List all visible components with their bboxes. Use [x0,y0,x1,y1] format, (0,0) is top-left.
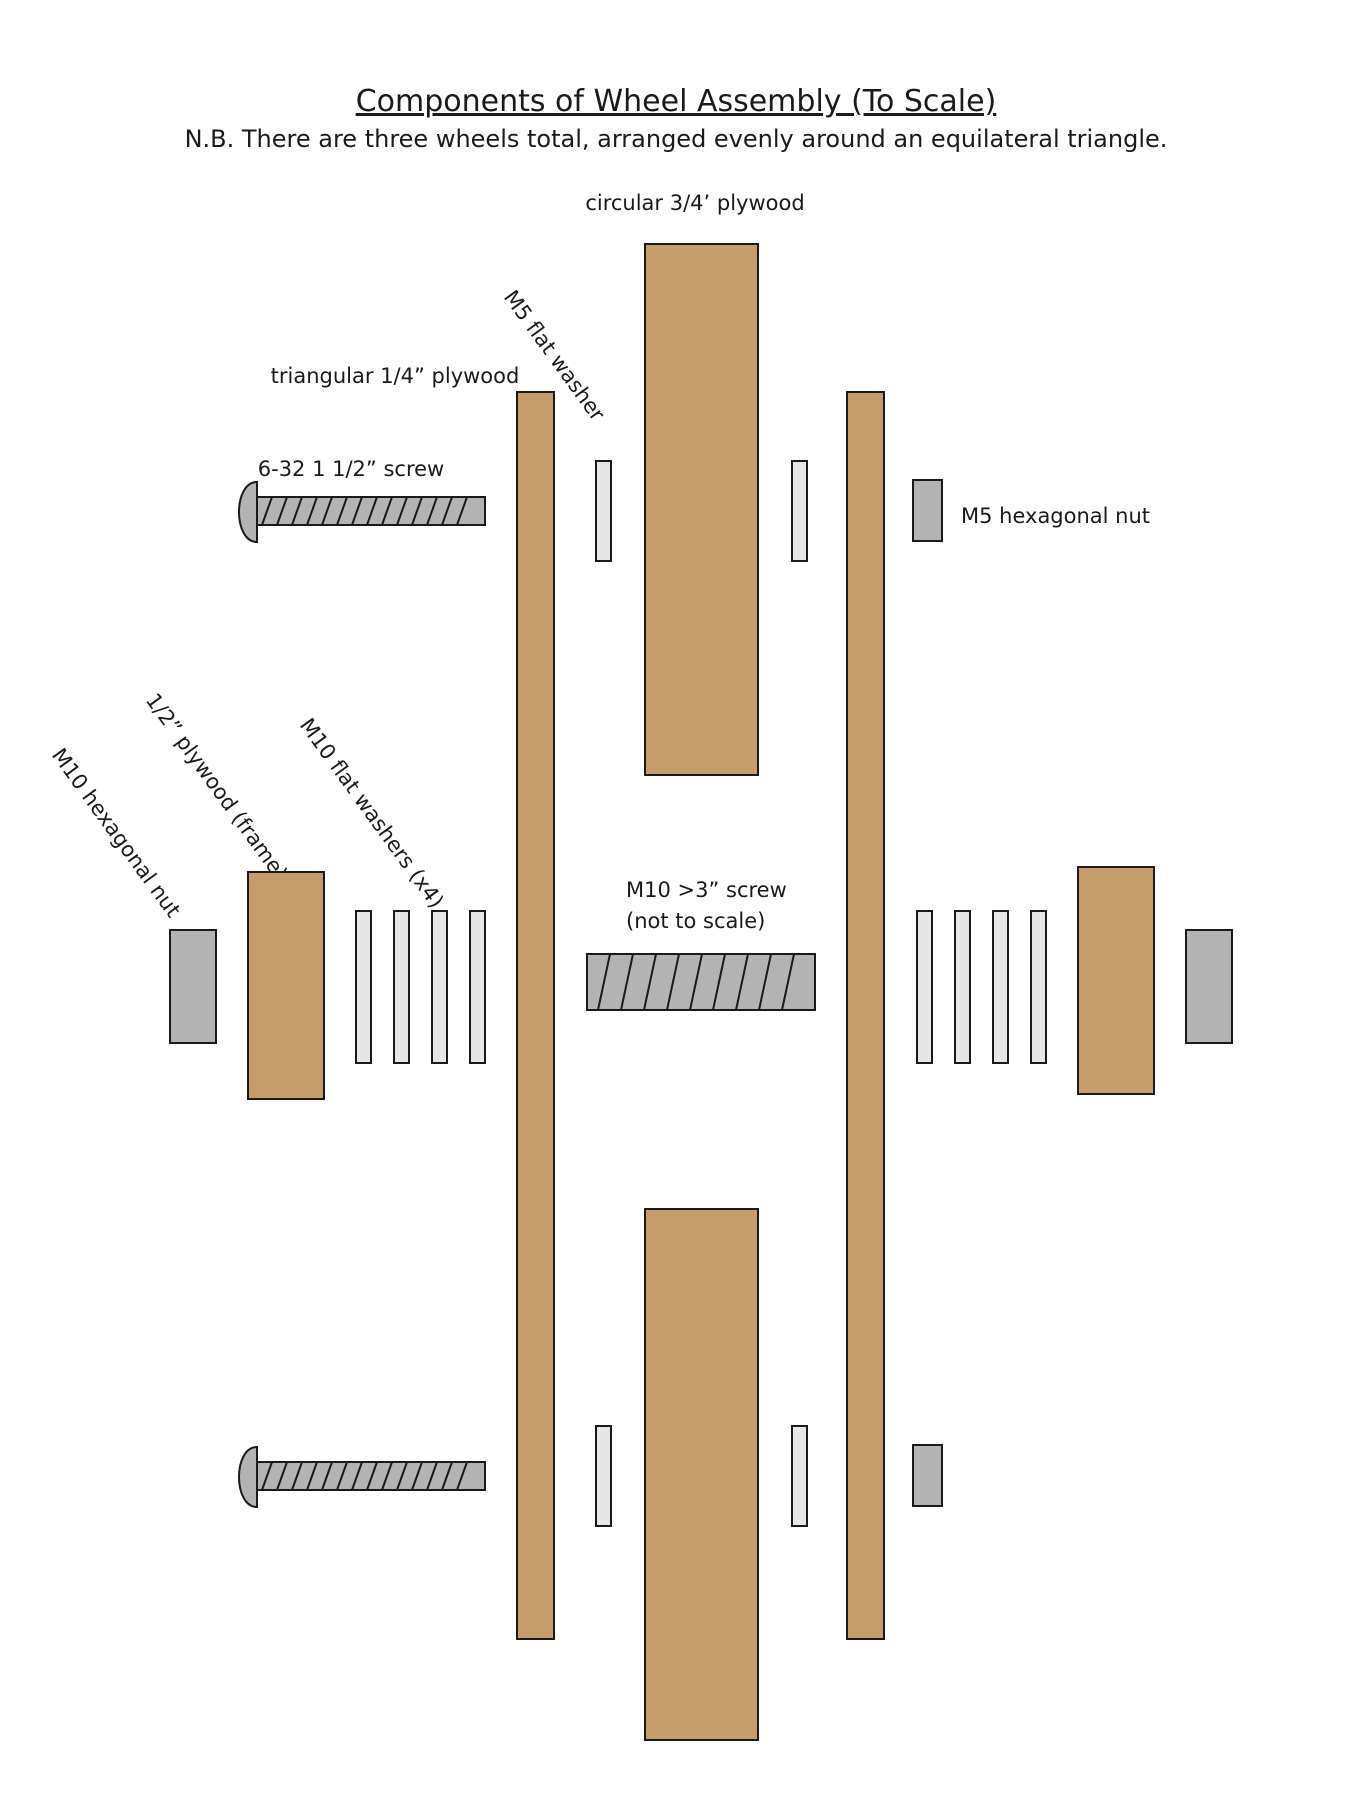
m10-flat-washer [992,910,1009,1064]
thread-line [381,1461,393,1491]
thread-line [321,496,333,526]
thread-line [291,1461,303,1491]
thread-line [426,496,438,526]
circular-plywood-bottom [644,1208,759,1741]
m10-flat-washer [393,910,410,1064]
m5-hexagonal-nut [912,1444,943,1507]
triangular-plywood-right [846,391,885,1640]
m10-flat-washer [355,910,372,1064]
thread-line [441,496,453,526]
thread-line [597,953,611,1011]
label-half-inch-plywood-frame: 1/2” plywood (frame) [141,689,292,885]
thread-line [321,1461,333,1491]
thread-line [689,953,703,1011]
screw-head [238,480,258,544]
m10-flat-washer [916,910,933,1064]
thread-line [781,953,795,1011]
half-inch-plywood-frame-left [247,871,325,1100]
screw-head [238,1445,258,1509]
label-m5-hex-nut: M5 hexagonal nut [961,504,1150,528]
thread-line [643,953,657,1011]
screw-thread [261,496,468,526]
thread-line [426,1461,438,1491]
thread-line [276,1461,288,1491]
thread-line [306,1461,318,1491]
m10-flat-washer [431,910,448,1064]
label-m10-screw-line1: M10 >3” screw [626,878,787,902]
m10-hexagonal-nut-right [1185,929,1233,1044]
thread-line [396,496,408,526]
thread-line [456,1461,468,1491]
m10-flat-washer [1030,910,1047,1064]
screw-thread [597,953,795,1011]
m5-flat-washer [595,1425,612,1527]
thread-line [712,953,726,1011]
label-triangular-plywood: triangular 1/4” plywood [271,364,520,388]
label-circular-plywood: circular 3/4’ plywood [585,191,804,215]
thread-line [411,496,423,526]
m5-flat-washer [791,1425,808,1527]
m5-hexagonal-nut [912,479,943,542]
diagram-subtitle: N.B. There are three wheels total, arran… [185,125,1168,153]
thread-line [291,496,303,526]
diagram-title: Components of Wheel Assembly (To Scale) [356,84,997,119]
thread-line [366,1461,378,1491]
6-32-screw-top [238,480,486,544]
thread-line [456,496,468,526]
thread-line [411,1461,423,1491]
m10-flat-washer [469,910,486,1064]
thread-line [441,1461,453,1491]
m10-flat-washer [954,910,971,1064]
thread-line [620,953,634,1011]
thread-line [351,1461,363,1491]
thread-line [306,496,318,526]
6-32-screw-bottom [238,1445,486,1509]
thread-line [666,953,680,1011]
thread-line [261,1461,273,1491]
thread-line [336,1461,348,1491]
thread-line [351,496,363,526]
label-m10-hex-nut: M10 hexagonal nut [47,744,185,922]
thread-line [758,953,772,1011]
label-m10-screw-line2: (not to scale) [626,909,765,933]
m5-flat-washer [791,460,808,562]
thread-line [396,1461,408,1491]
label-6-32-screw: 6-32 1 1/2” screw [258,457,444,481]
thread-line [366,496,378,526]
triangular-plywood-left [516,391,555,1640]
m5-flat-washer [595,460,612,562]
thread-line [276,496,288,526]
half-inch-plywood-frame-right [1077,866,1155,1095]
circular-plywood-top [644,243,759,776]
thread-line [381,496,393,526]
m10-screw [586,953,816,1011]
thread-line [735,953,749,1011]
thread-line [261,496,273,526]
m10-hexagonal-nut-left [169,929,217,1044]
thread-line [336,496,348,526]
screw-thread [261,1461,468,1491]
